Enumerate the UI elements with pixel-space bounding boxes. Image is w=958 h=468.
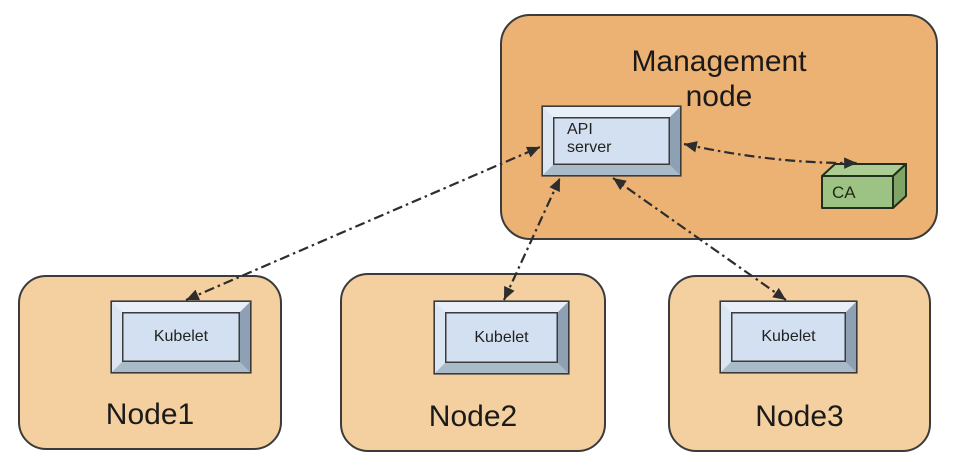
- node3-label: Node3: [755, 400, 844, 433]
- kubelet-label-node2: Kubelet: [474, 328, 529, 346]
- kubelet-label-node3: Kubelet: [761, 328, 816, 345]
- kubelet-box-node3: Kubelet: [721, 302, 856, 372]
- kubelet-box-node1: Kubelet: [112, 302, 250, 372]
- api-server-box: API server: [543, 107, 680, 175]
- kubelet-label-node1: Kubelet: [153, 328, 209, 345]
- api-server-label: API server: [567, 121, 612, 156]
- node1-label: Node1: [105, 398, 195, 431]
- node2-label: Node2: [428, 400, 518, 433]
- management-node-label: Management node: [631, 45, 807, 113]
- kubelet-box-node2: Kubelet: [435, 302, 568, 373]
